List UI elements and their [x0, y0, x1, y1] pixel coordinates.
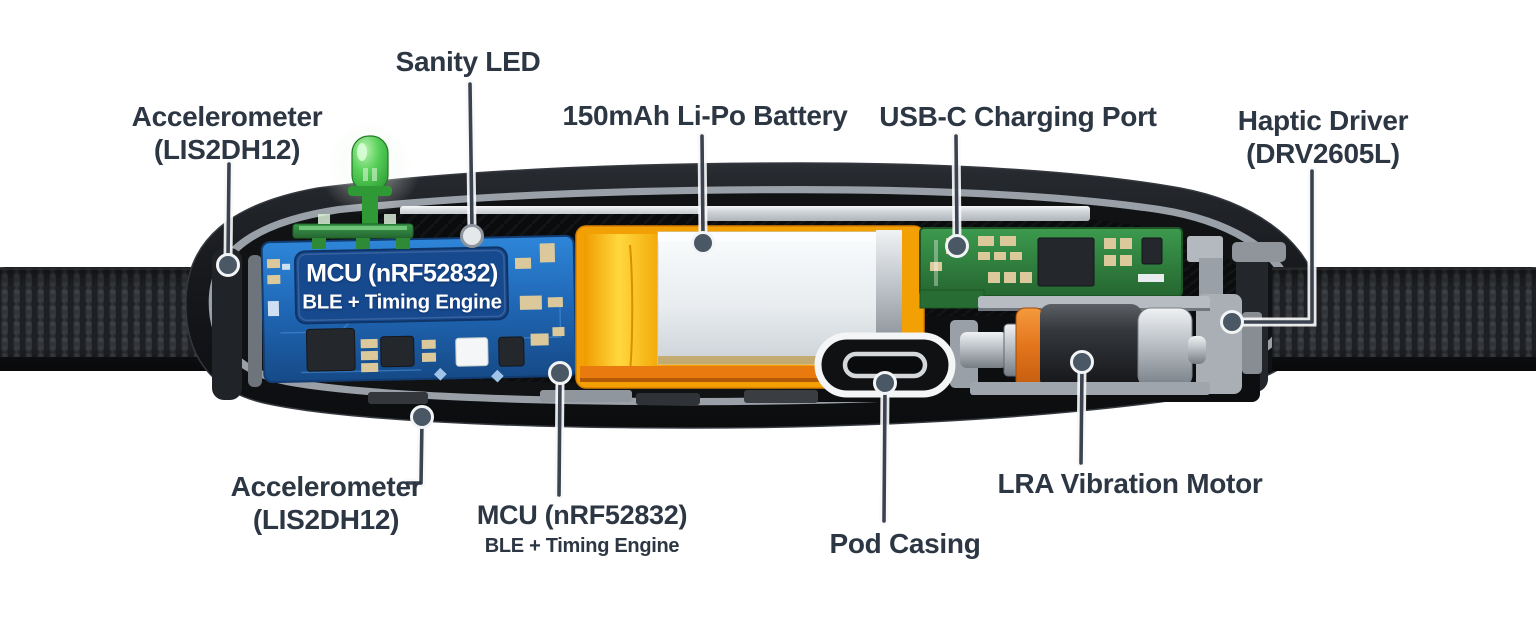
leader-dots: [216, 224, 1244, 429]
usb-c-dot: [945, 234, 969, 258]
pod-casing-dot: [873, 371, 897, 395]
sanity-led-dot: [460, 224, 484, 248]
motor-body: [1040, 304, 1142, 390]
pod-casing-leader: [882, 386, 887, 523]
mcu-plate-title: MCU (nRF52832): [306, 259, 498, 288]
accelerometer-top-label: Accelerometer (LIS2DH12): [132, 100, 323, 166]
mcu-label: MCU (nRF52832) BLE + Timing Engine: [476, 500, 688, 559]
haptic-driver-leader: [1238, 169, 1314, 324]
accelerometer-bottom-line2: (LIS2DH12): [252, 504, 400, 536]
motor-shaft: [960, 332, 1008, 368]
left-end-bracket: [212, 248, 262, 400]
usb-c-label-text: USB-C Charging Port: [879, 101, 1157, 132]
accelerometer-top-leader: [226, 162, 231, 262]
sanity-led-assembly: [292, 112, 422, 249]
battery-label-text: 150mAh Li-Po Battery: [562, 100, 848, 131]
haptic-driver-line1: Haptic Driver: [1237, 105, 1409, 136]
lra-motor-label-text: LRA Vibration Motor: [997, 468, 1263, 499]
mcu-leader: [557, 376, 562, 497]
leader-lines: [223, 79, 1317, 526]
usb-c-leader: [954, 134, 959, 243]
haptic-driver-dot: [1220, 310, 1244, 334]
mcu-plate-subtitle: BLE + Timing Engine: [302, 289, 502, 313]
usb-c-label: USB-C Charging Port: [879, 100, 1157, 133]
battery-label: 150mAh Li-Po Battery: [563, 99, 848, 132]
accelerometer-top-line1: Accelerometer: [131, 101, 323, 132]
vibration-motor-assembly: [950, 296, 1210, 395]
sanity-led-label-text: Sanity LED: [395, 46, 541, 77]
lra-motor-leader: [1079, 365, 1084, 465]
mcu-dot: [548, 361, 572, 385]
mcu-label-plate: [293, 246, 510, 325]
mcu-board-components: [266, 243, 565, 383]
motor-end-cap: [1137, 307, 1193, 389]
accelerometer-bottom-leader: [405, 418, 424, 485]
haptic-driver-line2: (DRV2605L): [1246, 138, 1400, 170]
accelerometer-bottom-label: Accelerometer (LIS2DH12): [231, 470, 422, 536]
battery-leader: [700, 134, 705, 240]
accelerometer-top-dot: [216, 253, 240, 277]
haptic-driver-label: Haptic Driver (DRV2605L): [1237, 104, 1409, 170]
battery-dot: [691, 231, 715, 255]
pod-casing-label: Pod Casing: [829, 527, 980, 560]
accelerometer-top-line2: (LIS2DH12): [153, 134, 301, 166]
sanity-led-dome: [351, 135, 389, 193]
mcu-board: [260, 234, 578, 384]
mcu-label-line2: BLE + Timing Engine: [484, 534, 680, 557]
lra-motor-dot: [1070, 350, 1094, 374]
accelerometer-bottom-line1: Accelerometer: [230, 471, 422, 502]
sanity-led-label: Sanity LED: [396, 45, 541, 78]
accelerometer-bottom-dot: [410, 405, 434, 429]
mcu-label-line1: MCU (nRF52832): [476, 500, 688, 530]
motor-orange-ring: [1015, 307, 1045, 391]
mcu-plate-text: MCU (nRF52832) BLE + Timing Engine: [302, 258, 502, 314]
sanity-led-leader: [468, 82, 474, 233]
pod-casing-label-text: Pod Casing: [829, 528, 981, 559]
lra-motor-label: LRA Vibration Motor: [998, 467, 1263, 500]
